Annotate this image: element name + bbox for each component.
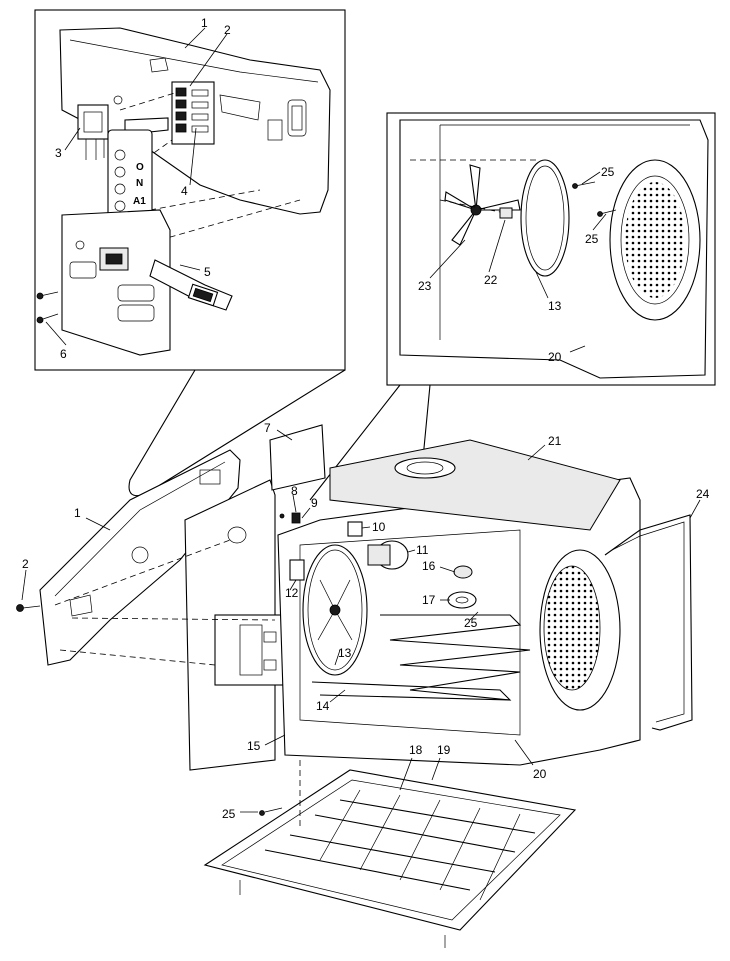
- label-part-7: 7: [264, 421, 271, 435]
- fan-grille: [625, 182, 685, 298]
- label-part-9: 9: [311, 496, 318, 510]
- inset-label-6: 6: [60, 347, 67, 361]
- part-oven-cavity: [277, 439, 641, 766]
- label-part-2: 2: [22, 557, 29, 571]
- label-part-10: 10: [372, 520, 386, 534]
- panel-text-n: N: [136, 178, 143, 189]
- inset-label-4: 4: [181, 184, 188, 198]
- inset-label-25b: 25: [585, 232, 599, 246]
- inset-label-5: 5: [204, 265, 211, 279]
- inset-label-3: 3: [55, 146, 62, 160]
- label-part-1: 1: [74, 506, 81, 520]
- label-part-25a: 25: [464, 616, 478, 630]
- part-shelf-frame: [203, 769, 577, 948]
- inset-control-panel: O N A1 A2 1 2 3: [34, 9, 346, 371]
- label-part-15: 15: [247, 739, 261, 753]
- inset-label-25a: 25: [601, 165, 615, 179]
- label-part-16: 16: [422, 559, 436, 573]
- label-part-11: 11: [416, 543, 429, 557]
- part-front-board: [184, 424, 326, 771]
- ribbon-cable: [149, 259, 233, 311]
- inset-label-23: 23: [418, 279, 432, 293]
- part-control-panel: [39, 449, 241, 666]
- panel-text-a1: A1: [133, 196, 146, 207]
- label-part-12: 12: [285, 586, 299, 600]
- control-plate: O N A1 A2: [61, 117, 171, 356]
- label-part-21: 21: [548, 434, 562, 448]
- label-part-13: 13: [338, 646, 352, 660]
- inset-label-20: 20: [548, 350, 562, 364]
- inset-label-1: 1: [201, 16, 208, 30]
- label-part-24: 24: [696, 487, 710, 501]
- label-part-14: 14: [316, 699, 330, 713]
- terminal-block: [171, 81, 215, 145]
- label-part-18: 18: [409, 743, 423, 757]
- label-part-17: 17: [422, 593, 436, 607]
- label-part-19: 19: [437, 743, 451, 757]
- selector-switch: [77, 95, 123, 160]
- ring-heating-element: [520, 159, 570, 277]
- inset-label-2: 2: [224, 23, 231, 37]
- part-door-seal: [604, 514, 693, 731]
- label-part-20: 20: [533, 767, 547, 781]
- label-part-8: 8: [291, 484, 298, 498]
- inset-label-22: 22: [484, 273, 498, 287]
- panel-text-o: O: [136, 162, 144, 173]
- label-part-25b: 25: [222, 807, 236, 821]
- inset-rear-fan: 25 25 23 22 13 20: [386, 112, 716, 386]
- inset-label-13: 13: [548, 299, 562, 313]
